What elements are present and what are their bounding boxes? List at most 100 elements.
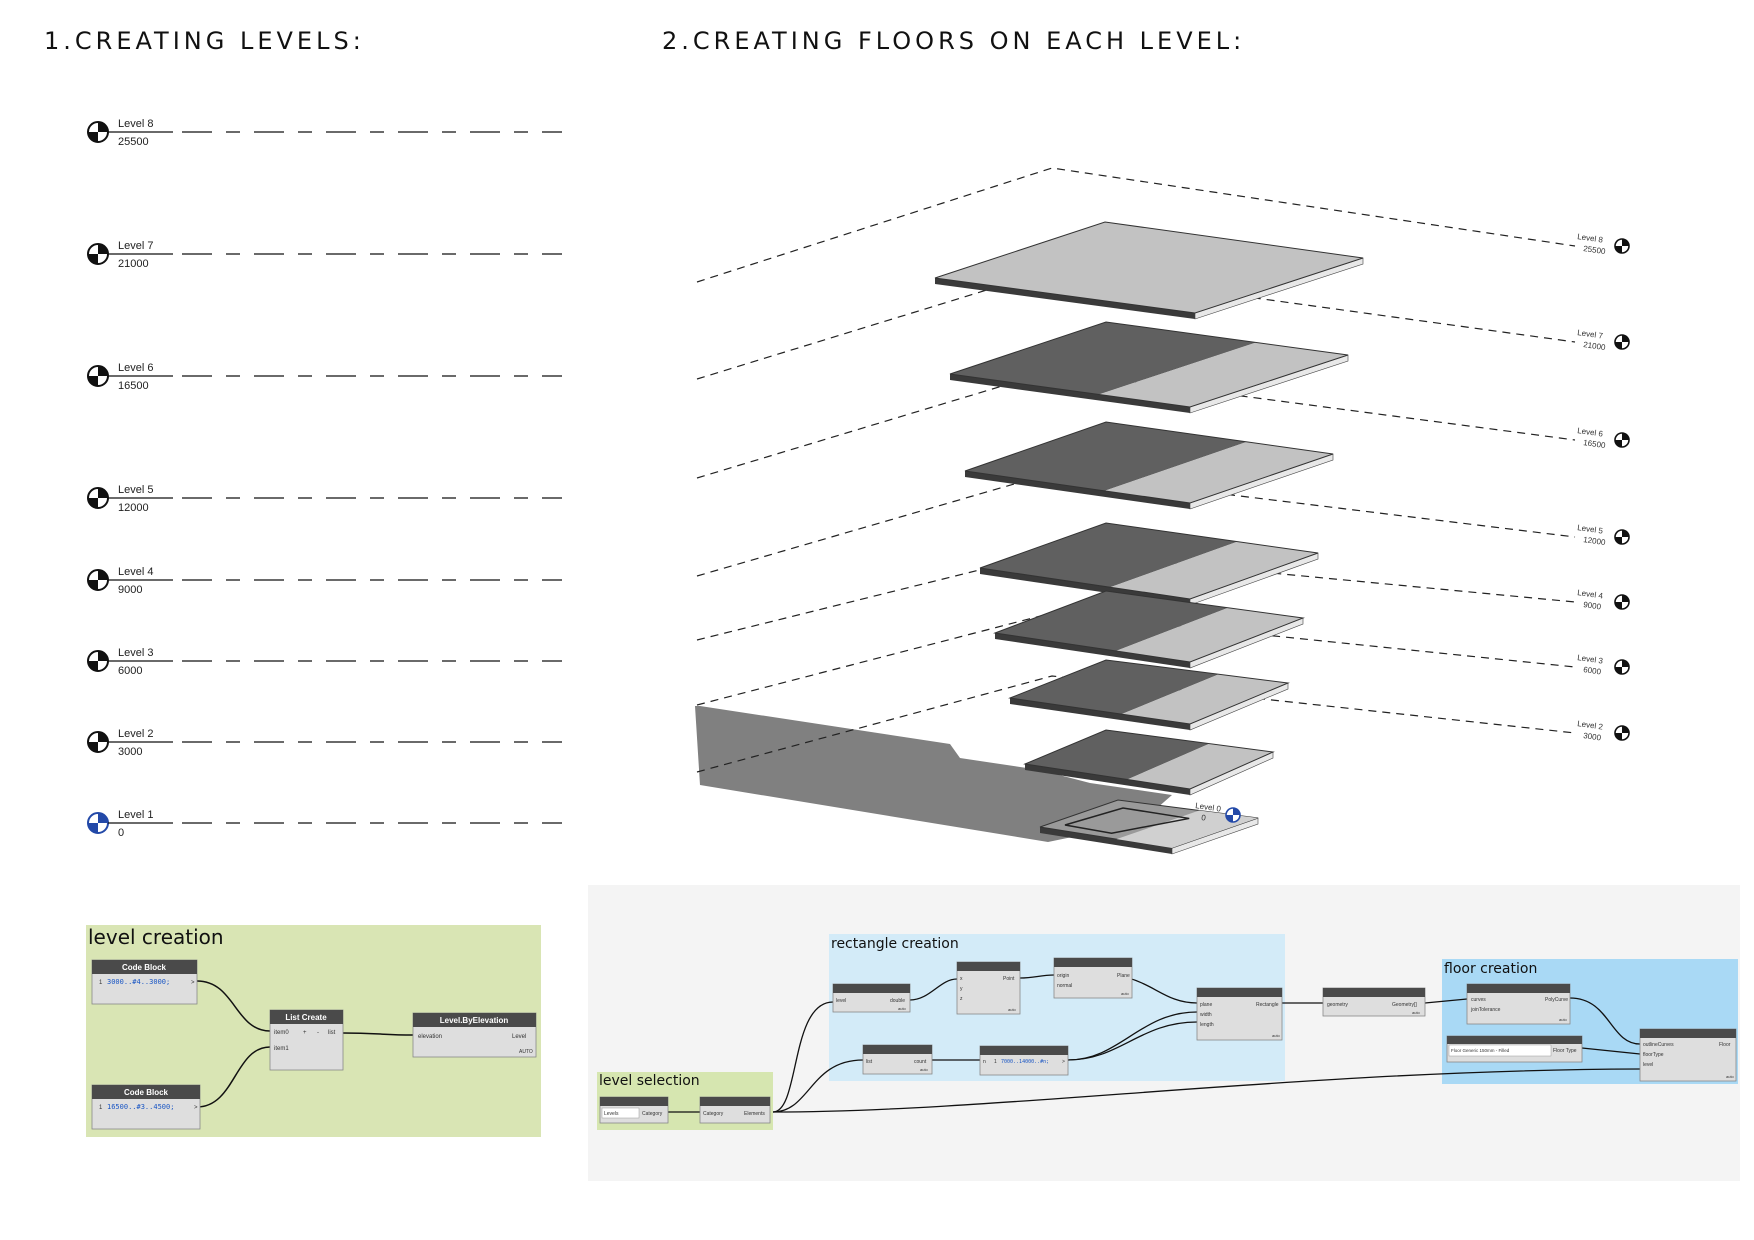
- in-port: level: [836, 998, 846, 1004]
- level-elevation: 0: [118, 827, 124, 839]
- level-head-icon: [1614, 529, 1630, 545]
- levels-selector-node[interactable]: Levels Category: [599, 1096, 669, 1124]
- level-head-icon: [1614, 238, 1630, 254]
- out-port: list: [328, 1030, 336, 1036]
- floor-slab[interactable]: [1023, 729, 1275, 796]
- code-text: 3000..#4..3000;: [107, 978, 170, 986]
- iso-level-name: Level 5: [1577, 523, 1604, 536]
- list-create-node[interactable]: List Create item0 + - list item1: [269, 1009, 344, 1071]
- iso-level-name: Level 3: [1577, 653, 1604, 666]
- iso-level-head[interactable]: Level 00: [1195, 801, 1241, 823]
- plane-node[interactable]: origin normal Plane auto: [1053, 957, 1133, 999]
- level-name: Level 3: [118, 647, 153, 659]
- iso-level-name: Level 8: [1577, 232, 1604, 245]
- in-port: length: [1200, 1022, 1214, 1028]
- floor-by-outline-node[interactable]: outlineCurves floorType level Floor auto: [1639, 1028, 1737, 1082]
- code-block-node-1[interactable]: Code Block 1 3000..#4..3000; >: [91, 959, 198, 1005]
- floor-slab[interactable]: [949, 321, 1349, 414]
- in-port: item0: [274, 1030, 289, 1036]
- node-footer: auto: [1008, 1007, 1017, 1012]
- out-port: Rectangle: [1256, 1002, 1279, 1008]
- graph-floor-creation: rectangle creation level selection floor…: [588, 885, 1740, 1181]
- out-port: Point: [1003, 976, 1015, 982]
- level-head-icon: [87, 812, 173, 834]
- floor-slab[interactable]: [964, 421, 1334, 510]
- count-node[interactable]: list count auto: [862, 1044, 933, 1075]
- out-port: >: [194, 1105, 198, 1111]
- dropdown-value[interactable]: Floor Generic 150mm - Filled: [1451, 1048, 1510, 1053]
- level-elevation: 6000: [118, 665, 142, 677]
- node-footer: auto: [898, 1006, 907, 1011]
- node-title: Level.ByElevation: [440, 1016, 509, 1025]
- level-head-icon: [1225, 807, 1241, 823]
- level-head-icon: [87, 569, 173, 591]
- in-port: level: [1643, 1062, 1653, 1068]
- rectangle-by-width-length-node[interactable]: plane width length Rectangle auto: [1196, 987, 1283, 1041]
- in-port: list: [866, 1059, 873, 1065]
- level-head-icon: [1614, 334, 1630, 350]
- level-head-icon: [1614, 432, 1630, 448]
- iso-level-name: Level 2: [1577, 719, 1604, 732]
- level-head-icon: [87, 731, 173, 753]
- all-elements-node[interactable]: Category Elements: [699, 1096, 771, 1124]
- iso-level-elevation: 0: [1201, 813, 1207, 823]
- out-port: Floor Type: [1553, 1048, 1577, 1054]
- level-elevation: 12000: [118, 502, 149, 514]
- node-title: List Create: [285, 1013, 327, 1022]
- level-name: Level 6: [118, 362, 153, 374]
- minus-button[interactable]: -: [317, 1030, 319, 1036]
- elevation-node[interactable]: level double auto: [832, 983, 911, 1013]
- plus-button[interactable]: +: [303, 1030, 307, 1036]
- floor-slab[interactable]: [993, 590, 1305, 669]
- point-by-coordinates-node[interactable]: x y z Point auto: [956, 961, 1021, 1015]
- line-number: 1: [99, 980, 103, 986]
- rectangle-creation-label: rectangle creation: [831, 936, 959, 952]
- floor-slab[interactable]: [1008, 659, 1290, 731]
- code-block-node-2[interactable]: Code Block 1 16500..#3..4500; >: [91, 1084, 201, 1130]
- in-port: curves: [1471, 997, 1486, 1003]
- floor-slab[interactable]: [1039, 799, 1259, 855]
- floor-type-node[interactable]: Floor Generic 150mm - Filled Floor Type: [1446, 1035, 1583, 1063]
- in-port: y: [960, 986, 963, 992]
- in-port: item1: [274, 1046, 289, 1052]
- level-name: Level 8: [118, 118, 153, 130]
- level-head-icon: [87, 121, 173, 143]
- range-code-block-node[interactable]: n 1 7000..14000..#n; >: [979, 1045, 1069, 1076]
- floor-slab[interactable]: [934, 221, 1364, 320]
- floor-slabs: [934, 221, 1364, 855]
- iso-level-elevation: 21000: [1583, 340, 1607, 352]
- geometry-node[interactable]: geometry Geometry[] auto: [1322, 987, 1426, 1017]
- level-row[interactable]: Level 10: [87, 809, 562, 839]
- out-port: Plane: [1117, 973, 1130, 979]
- dropdown-value[interactable]: Levels: [604, 1111, 619, 1117]
- iso-level-elevation: 25500: [1583, 244, 1607, 256]
- floor-slab[interactable]: [979, 522, 1319, 606]
- in-port: floorType: [1643, 1052, 1664, 1058]
- in-port: z: [960, 996, 963, 1002]
- out-port: PolyCurve: [1545, 997, 1568, 1003]
- level-head-icon: [87, 487, 173, 509]
- level-creation-label: level creation: [88, 925, 224, 949]
- polycurve-node[interactable]: curves joinTolerance PolyCurve auto: [1466, 983, 1571, 1025]
- level-name: Level 5: [118, 484, 153, 496]
- level-row[interactable]: Level 5 12000: [87, 484, 562, 514]
- level-row[interactable]: Level 3 6000: [87, 647, 562, 677]
- iso-level-elevation: 12000: [1583, 535, 1607, 547]
- level-by-elevation-node[interactable]: Level.ByElevation elevation Level AUTO: [412, 1012, 537, 1058]
- iso-level-name: Level 7: [1577, 328, 1604, 341]
